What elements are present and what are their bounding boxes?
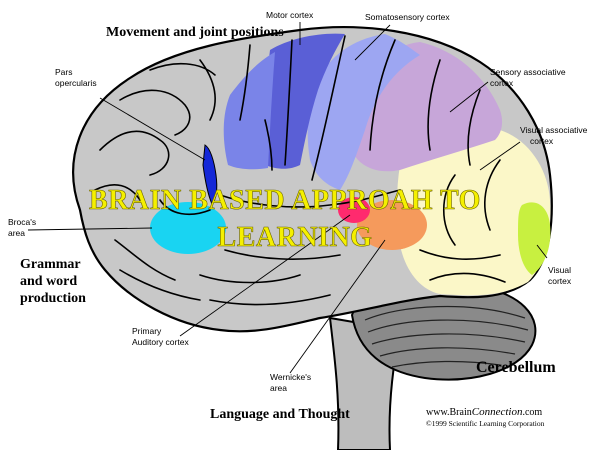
- label-primary-auditory-2: Auditory cortex: [132, 337, 189, 347]
- label-visual-assoc-2: cortex: [530, 136, 554, 146]
- visual-cortex-region: [518, 202, 551, 275]
- label-visual-cortex-2: cortex: [548, 276, 572, 286]
- pars-opercularis-region: [202, 144, 218, 205]
- label-motor-cortex: Motor cortex: [266, 10, 314, 20]
- label-wernicke-1: Wernicke's: [270, 372, 311, 382]
- somatosensory-region: [307, 34, 420, 190]
- caption-cerebellum: Cerebellum: [476, 359, 556, 376]
- label-visual-cortex-1: Visual: [548, 265, 571, 275]
- label-primary-auditory-1: Primary: [132, 326, 162, 336]
- label-pars-opercularis-1: Pars: [55, 67, 72, 77]
- label-visual-assoc-1: Visual associative: [520, 125, 588, 135]
- cerebellum-folds: [364, 305, 529, 368]
- broca-area: [150, 202, 226, 254]
- caption-grammar-2: and word: [20, 274, 77, 289]
- caption-language: Language and Thought: [210, 407, 350, 422]
- overlay-title-line2: LEARNING: [218, 222, 373, 253]
- leader-lines: [27, 22, 548, 374]
- premotor-region: [223, 52, 275, 170]
- label-broca-2: area: [8, 228, 25, 238]
- gyri: [94, 35, 506, 306]
- visual-associative-region: [397, 130, 551, 296]
- motor-cortex-region: [265, 33, 345, 169]
- label-sensory-assoc-1: Sensory associative: [490, 67, 566, 77]
- caption-grammar-1: Grammar: [20, 257, 81, 272]
- caption-grammar-3: production: [20, 291, 86, 306]
- label-pars-opercularis-2: opercularis: [55, 78, 97, 88]
- credit-site: www.BrainConnection.com: [426, 406, 542, 418]
- label-sensory-assoc-2: cortex: [490, 78, 514, 88]
- label-somatosensory-cortex: Somatosensory cortex: [365, 12, 450, 22]
- credit-copyright: ©1999 Scientific Learning Corporation: [426, 419, 545, 428]
- overlay-title-line1: BRAIN BASED APPROAH TO: [89, 185, 481, 216]
- label-wernicke-2: area: [270, 383, 287, 393]
- wernicke-area: [357, 200, 427, 250]
- caption-movement: Movement and joint positions: [106, 25, 284, 40]
- label-broca-1: Broca's: [8, 217, 36, 227]
